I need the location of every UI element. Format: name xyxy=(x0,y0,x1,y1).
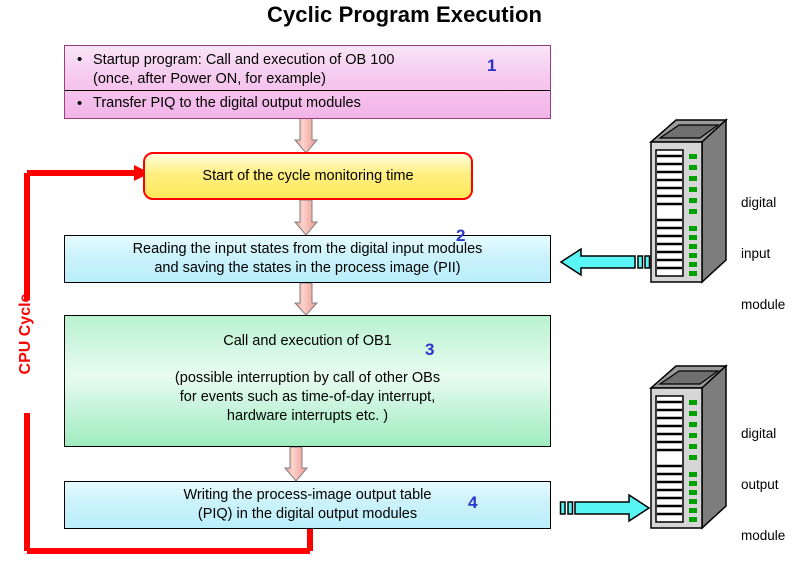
box-line: and saving the states in the process ima… xyxy=(154,260,461,276)
step-number-3: 3 xyxy=(425,340,435,359)
box-line: Writing the process-image output table xyxy=(183,487,432,503)
io-label-line: module xyxy=(741,528,786,543)
process-box-ob1-execution: Call and execution of OB1 (possible inte… xyxy=(64,315,551,447)
step-number-1: 1 xyxy=(487,56,497,75)
down-arrow-icon-4 xyxy=(284,447,308,482)
bullet-text: Transfer PIQ to the digital output modul… xyxy=(93,94,542,113)
box-line: Call and execution of OB1 xyxy=(223,333,392,349)
bullet-marker-icon: • xyxy=(77,94,83,112)
io-module-label-input: digital input module xyxy=(741,160,785,347)
box-line: for events such as time-of-day interrupt… xyxy=(179,389,436,405)
bullet-line: Startup program: Call and execution of O… xyxy=(93,52,395,68)
io-module-icon-output xyxy=(649,364,728,530)
step-number-4: 4 xyxy=(468,493,478,512)
box-line: Start of the cycle monitoring time xyxy=(202,167,414,184)
process-box-read-inputs: Reading the input states from the digita… xyxy=(64,235,551,283)
io-label-line: module xyxy=(741,297,786,312)
bullet-item-transfer-piq: • Transfer PIQ to the digital output mod… xyxy=(65,91,550,118)
left-arrow-icon-input-signal xyxy=(559,247,651,277)
page-title: Cyclic Program Execution xyxy=(266,2,543,27)
bullet-line: Transfer PIQ to the digital output modul… xyxy=(93,95,361,111)
process-box-startup: • Startup program: Call and execution of… xyxy=(64,45,551,119)
io-module-label-output: digital output module xyxy=(741,391,785,567)
box-line: (possible interruption by call of other … xyxy=(174,370,441,386)
bullet-text: Startup program: Call and execution of O… xyxy=(93,51,542,89)
bullet-item-startup-program: • Startup program: Call and execution of… xyxy=(65,46,550,91)
cpu-cycle-label: CPU Cycle xyxy=(17,293,34,375)
io-label-line: digital xyxy=(741,195,777,210)
io-module-icon-input xyxy=(649,118,728,284)
down-arrow-icon-1 xyxy=(294,118,318,154)
process-box-write-outputs: Writing the process-image output table (… xyxy=(64,481,551,529)
step-number-2: 2 xyxy=(456,226,466,245)
down-arrow-icon-2 xyxy=(294,200,318,236)
box-line: Reading the input states from the digita… xyxy=(132,241,483,257)
box-line: hardware interrupts etc. ) xyxy=(226,408,389,424)
io-label-line: input xyxy=(741,246,771,261)
right-arrow-icon-output-signal xyxy=(559,493,651,523)
bullet-line: (once, after Power ON, for example) xyxy=(93,71,326,87)
io-label-line: output xyxy=(741,477,779,492)
io-label-line: digital xyxy=(741,426,777,441)
bullet-marker-icon: • xyxy=(77,51,83,68)
down-arrow-icon-3 xyxy=(294,283,318,316)
process-box-cycle-monitoring: Start of the cycle monitoring time xyxy=(143,152,473,200)
box-line: (PIQ) in the digital output modules xyxy=(197,506,418,522)
